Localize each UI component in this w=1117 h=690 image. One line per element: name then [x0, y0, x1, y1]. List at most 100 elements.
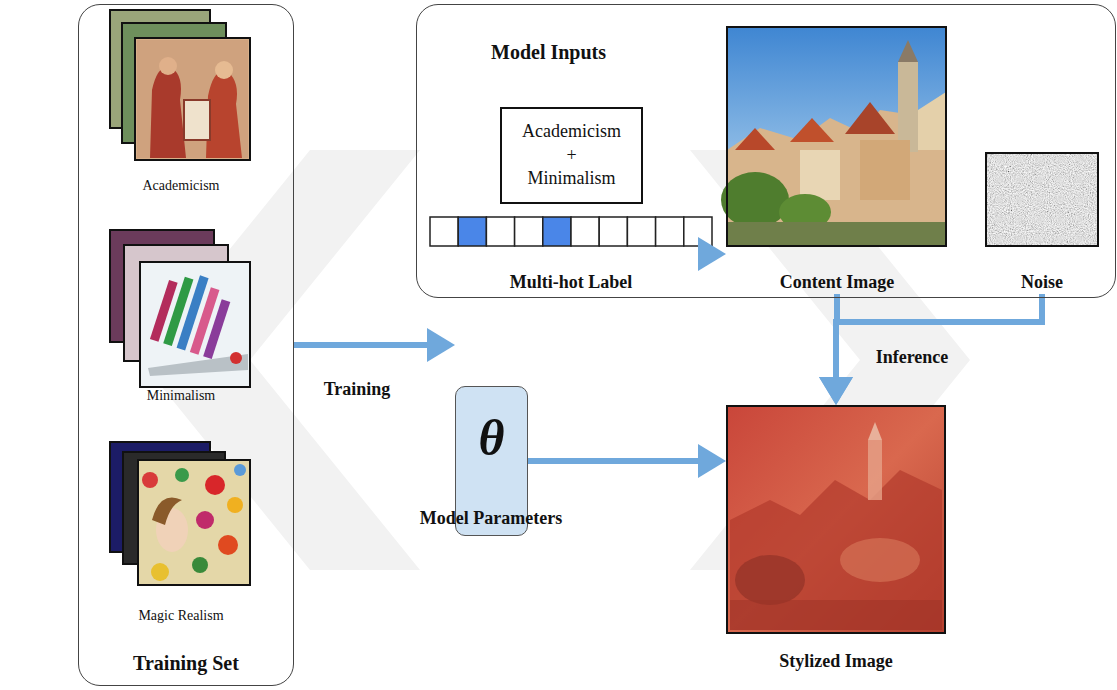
arrow-line — [836, 294, 1042, 378]
paint-flower — [218, 535, 238, 555]
training-panel: Training Set AcademicismMinimalismMagic R… — [78, 4, 294, 686]
paint-leaf — [175, 468, 189, 482]
photo-border — [727, 27, 946, 246]
node-caption: Model Parameters — [381, 508, 601, 529]
hot-cell — [571, 217, 599, 246]
painting-stack: Magic Realism — [96, 438, 266, 628]
paint-object — [184, 100, 210, 140]
paint-head — [215, 61, 233, 79]
flow-arrow — [819, 294, 1042, 405]
hot-cell — [430, 217, 458, 246]
stylized-houses — [730, 470, 942, 630]
stylized-spire — [868, 422, 882, 440]
paint-flower — [234, 464, 246, 476]
paint-flower — [142, 472, 158, 488]
flow-arrow — [294, 328, 455, 362]
paint-flower — [205, 475, 225, 495]
photo-tree — [721, 172, 789, 228]
stylized-painting — [727, 406, 945, 633]
painting-frame — [135, 38, 250, 160]
node-text: Magic Realism — [138, 608, 223, 624]
multi-hot-label: Multi-hot Label — [428, 214, 714, 294]
stylized-patch — [840, 538, 920, 582]
stylized-water — [730, 600, 942, 630]
paint-dot — [230, 352, 242, 364]
node-text: Content Image — [780, 271, 895, 293]
photo-wall — [800, 150, 840, 200]
inputs-panel: Model InputsAcademicism + MinimalismMult… — [416, 4, 1116, 298]
minimalism-stack — [110, 230, 250, 387]
paint-flower — [196, 511, 214, 529]
painting-stack: Academicism — [96, 8, 266, 198]
photo-water — [727, 222, 946, 246]
painting-stack: Minimalism — [96, 228, 266, 408]
stylized-tree — [735, 555, 805, 605]
arrow-head — [698, 237, 726, 271]
paint-hair — [152, 498, 182, 526]
arrow-line — [294, 342, 428, 348]
node-text: Model Inputs — [491, 41, 1115, 64]
multi-hot-cells — [430, 217, 712, 246]
hot-cell — [515, 217, 543, 246]
academicism-stack — [110, 10, 250, 160]
hot-cell — [627, 217, 655, 246]
flow-arrow — [528, 444, 726, 478]
node-text: Stylized Image — [779, 651, 892, 672]
node-text: θ — [456, 387, 527, 490]
arrow-line — [528, 458, 699, 464]
hot-cell — [599, 217, 627, 246]
hot-cell — [543, 217, 571, 246]
stylized-ground — [727, 406, 945, 633]
flow-arrow — [698, 237, 726, 271]
paint-bar — [203, 299, 230, 359]
paint-ground — [137, 40, 248, 158]
node-text: Minimalism — [147, 388, 215, 404]
arrow-head — [819, 377, 853, 405]
paint-flower — [151, 563, 169, 581]
photo-wall — [860, 140, 910, 200]
photo-roof — [735, 128, 775, 150]
arrow-head — [427, 328, 455, 362]
stylized-tower — [868, 440, 882, 500]
photo-house — [918, 92, 946, 150]
content-photo — [721, 27, 946, 246]
stylized-image: Stylized Image — [726, 405, 946, 634]
paint-flower — [227, 497, 243, 513]
noise-border — [986, 153, 1098, 246]
photo-roof — [790, 118, 834, 142]
hot-cell — [486, 217, 514, 246]
photo-roof — [845, 102, 895, 134]
hot-cell — [458, 217, 486, 246]
academicism-painting — [137, 40, 248, 158]
painting-frame — [138, 460, 250, 585]
style-box: Academicism + Minimalism — [500, 107, 643, 204]
magic-realism-painting — [142, 464, 246, 581]
minimalism-painting — [148, 267, 248, 376]
paint-leaf — [192, 557, 208, 573]
hot-cell — [656, 217, 684, 246]
paint-head — [159, 57, 177, 75]
arrow-head — [698, 444, 726, 478]
node-text: Multi-hot Label — [510, 271, 633, 293]
node-text: Academicism — [143, 178, 220, 194]
paint-figure — [150, 67, 186, 158]
noise-image — [986, 153, 1098, 246]
arrow-head — [819, 377, 853, 405]
photo-spire — [898, 40, 918, 62]
noise-fill — [986, 153, 1098, 246]
edge-label: Training — [322, 379, 393, 400]
painting-frame — [140, 262, 250, 387]
noise-image: Noise — [978, 150, 1106, 294]
paint-figure — [206, 71, 242, 158]
content-image: Content Image — [722, 24, 952, 294]
node-text: Academicism + Minimalism — [508, 120, 635, 190]
parameter-box: θModel Parameters — [455, 386, 528, 536]
node-text: Noise — [1021, 271, 1063, 293]
node-text: Training Set — [133, 652, 239, 675]
edge-label: Inference — [874, 347, 951, 368]
magic-realism-stack — [110, 442, 250, 585]
hot-cell — [684, 217, 712, 246]
